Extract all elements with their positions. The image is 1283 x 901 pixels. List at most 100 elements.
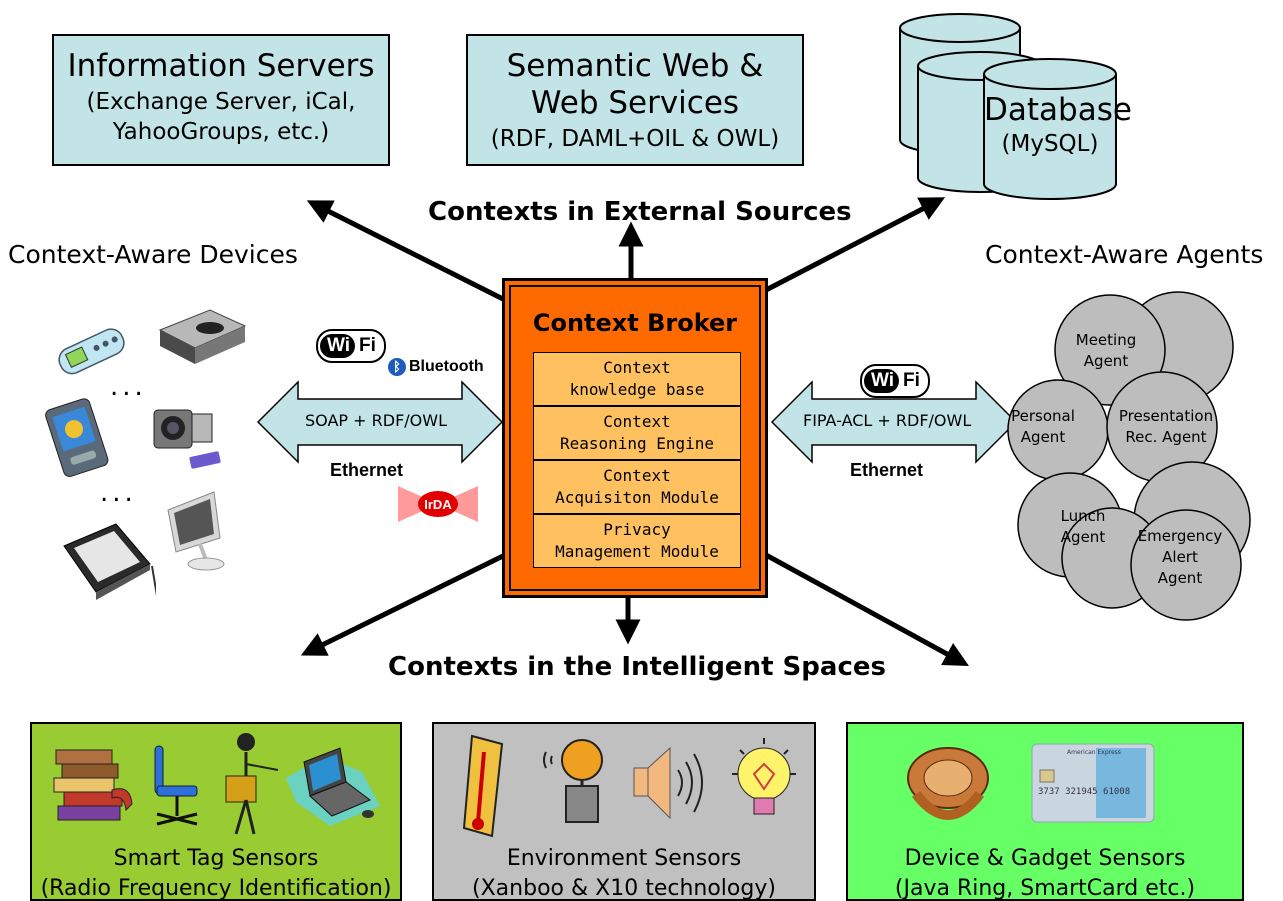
agent-lunch-l1: Lunch — [1061, 507, 1106, 525]
smart-tag-caption: Smart Tag Sensors (Radio Frequency Ident… — [32, 844, 400, 901]
printer-icon — [158, 309, 247, 364]
semantic-web-box: Semantic Web & Web Services (RDF, DAML+O… — [466, 34, 804, 166]
books-icon — [53, 749, 133, 821]
right-wifi-logo: Wi Fi — [860, 364, 930, 398]
module-line: Management Module — [555, 542, 719, 561]
right-ethernet-label: Ethernet — [850, 460, 924, 480]
light-bulb-icon — [732, 738, 796, 815]
agent-emergency-l1: Emergency — [1138, 527, 1223, 545]
irda-label: IrDA — [424, 497, 452, 512]
devices-ellipsis-2: ... — [100, 478, 137, 508]
heading-external-sources: Contexts in External Sources — [428, 197, 852, 227]
card-brand: American Express — [1067, 749, 1121, 756]
smart-tag-sub: (Radio Frequency Identification) — [40, 876, 392, 901]
heading-intelligent-spaces: Contexts in the Intelligent Spaces — [388, 652, 886, 682]
heading-context-aware-devices: Context-Aware Devices — [8, 240, 298, 269]
agent-meeting-l1: Meeting — [1076, 331, 1136, 349]
wifi-fi: Fi — [359, 335, 376, 356]
gadget-sub: (Java Ring, SmartCard etc.) — [894, 876, 1196, 901]
agent-emergency-l3: Agent — [1158, 569, 1203, 587]
info-servers-line3: YahooGroups, etc.) — [112, 119, 330, 145]
module-line: knowledge base — [569, 380, 705, 399]
agent-meeting-l2: Agent — [1084, 352, 1129, 370]
left-protocol-label: SOAP + RDF/OWL — [305, 411, 447, 430]
person-with-box-icon — [225, 733, 279, 835]
gadget-caption: Device & Gadget Sensors (Java Ring, Smar… — [848, 844, 1242, 901]
module-privacy: Privacy Management Module — [533, 514, 741, 568]
office-chair-icon — [154, 745, 198, 826]
arrow-to-gadget — [764, 552, 969, 666]
laptop-icon — [286, 747, 380, 826]
semantic-web-title-1: Semantic Web & — [506, 48, 764, 84]
imac-icon — [167, 491, 225, 571]
context-broker: Context Broker Context knowledge base Co… — [502, 278, 768, 598]
module-line: Context — [603, 358, 671, 377]
speaker-icon — [633, 746, 703, 820]
wifi-fi: Fi — [903, 370, 920, 391]
thermometer-icon — [462, 734, 504, 838]
broker-title: Context Broker — [532, 309, 738, 337]
database-sub: (MySQL) — [1001, 131, 1099, 157]
semantic-web-sub: (RDF, DAML+OIL & OWL) — [490, 126, 780, 152]
module-acquisition: Context Acquisiton Module — [533, 460, 741, 514]
credit-card-icon: American Express 3737 321945 61008 — [1031, 743, 1155, 823]
semantic-web-title-2: Web Services — [530, 85, 740, 121]
wifi-wi: Wi — [864, 369, 900, 393]
cell-phone-icon — [58, 328, 125, 375]
bluetooth-logo: ᛒ Bluetooth — [388, 358, 484, 376]
agent-personal-l1: Personal — [1011, 407, 1075, 425]
gadget-title: Device & Gadget Sensors — [904, 846, 1186, 871]
arrow-to-database — [764, 197, 946, 293]
database-label: Database (MySQL) — [984, 92, 1132, 159]
left-ethernet-label: Ethernet — [330, 460, 404, 480]
smart-tag-title: Smart Tag Sensors — [113, 846, 319, 871]
agent-presentation-l1: Presentation — [1119, 407, 1213, 425]
pda-icon — [45, 398, 109, 478]
agent-personal-l2: Agent — [1021, 428, 1066, 446]
info-servers-line2: (Exchange Server, iCal, — [86, 89, 356, 115]
info-servers-box: Information Servers (Exchange Server, iC… — [52, 34, 390, 166]
agent-emergency-l2: Alert — [1162, 548, 1198, 566]
ring-icon — [907, 747, 989, 820]
database-title: Database — [984, 92, 1132, 128]
module-line: Acquisiton Module — [555, 488, 719, 507]
agents-cluster — [1007, 291, 1251, 621]
environment-sub: (Xanboo & X10 technology) — [472, 876, 776, 901]
module-reasoning-engine: Context Reasoning Engine — [533, 406, 741, 460]
agent-lunch-l2: Agent — [1061, 528, 1106, 546]
heading-context-aware-agents: Context-Aware Agents — [985, 240, 1264, 269]
tablet-icon — [63, 523, 156, 600]
environment-box: Environment Sensors (Xanboo & X10 techno… — [432, 722, 816, 901]
bluetooth-label: Bluetooth — [409, 358, 484, 375]
module-line: Context — [603, 466, 671, 485]
card-number: 3737 321945 61008 — [1038, 787, 1130, 797]
module-knowledge-base: Context knowledge base — [533, 352, 741, 406]
alarm-bell-icon — [543, 739, 603, 823]
smart-tag-box: Smart Tag Sensors (Radio Frequency Ident… — [30, 722, 402, 901]
agent-presentation-l2: Rec. Agent — [1125, 428, 1206, 446]
arrow-to-info-servers — [306, 200, 507, 303]
right-protocol-label: FIPA-ACL + RDF/OWL — [803, 411, 972, 430]
left-wifi-logo: Wi Fi — [316, 329, 386, 363]
database-cylinders — [899, 13, 1117, 200]
irda-logo: IrDA — [398, 486, 478, 522]
devices-ellipsis-1: ... — [110, 372, 147, 402]
wifi-wi: Wi — [320, 334, 356, 358]
module-line: Privacy — [603, 520, 671, 539]
environment-title: Environment Sensors — [506, 846, 742, 871]
arrow-to-smart-tag — [300, 552, 507, 656]
environment-caption: Environment Sensors (Xanboo & X10 techno… — [434, 844, 814, 901]
module-line: Context — [603, 412, 671, 431]
module-line: Reasoning Engine — [559, 434, 715, 453]
gadget-box: American Express 3737 321945 61008 Devic… — [846, 722, 1244, 901]
camcorder-icon — [153, 409, 221, 469]
info-servers-title: Information Servers — [67, 48, 375, 84]
bluetooth-icon: ᛒ — [388, 358, 406, 376]
